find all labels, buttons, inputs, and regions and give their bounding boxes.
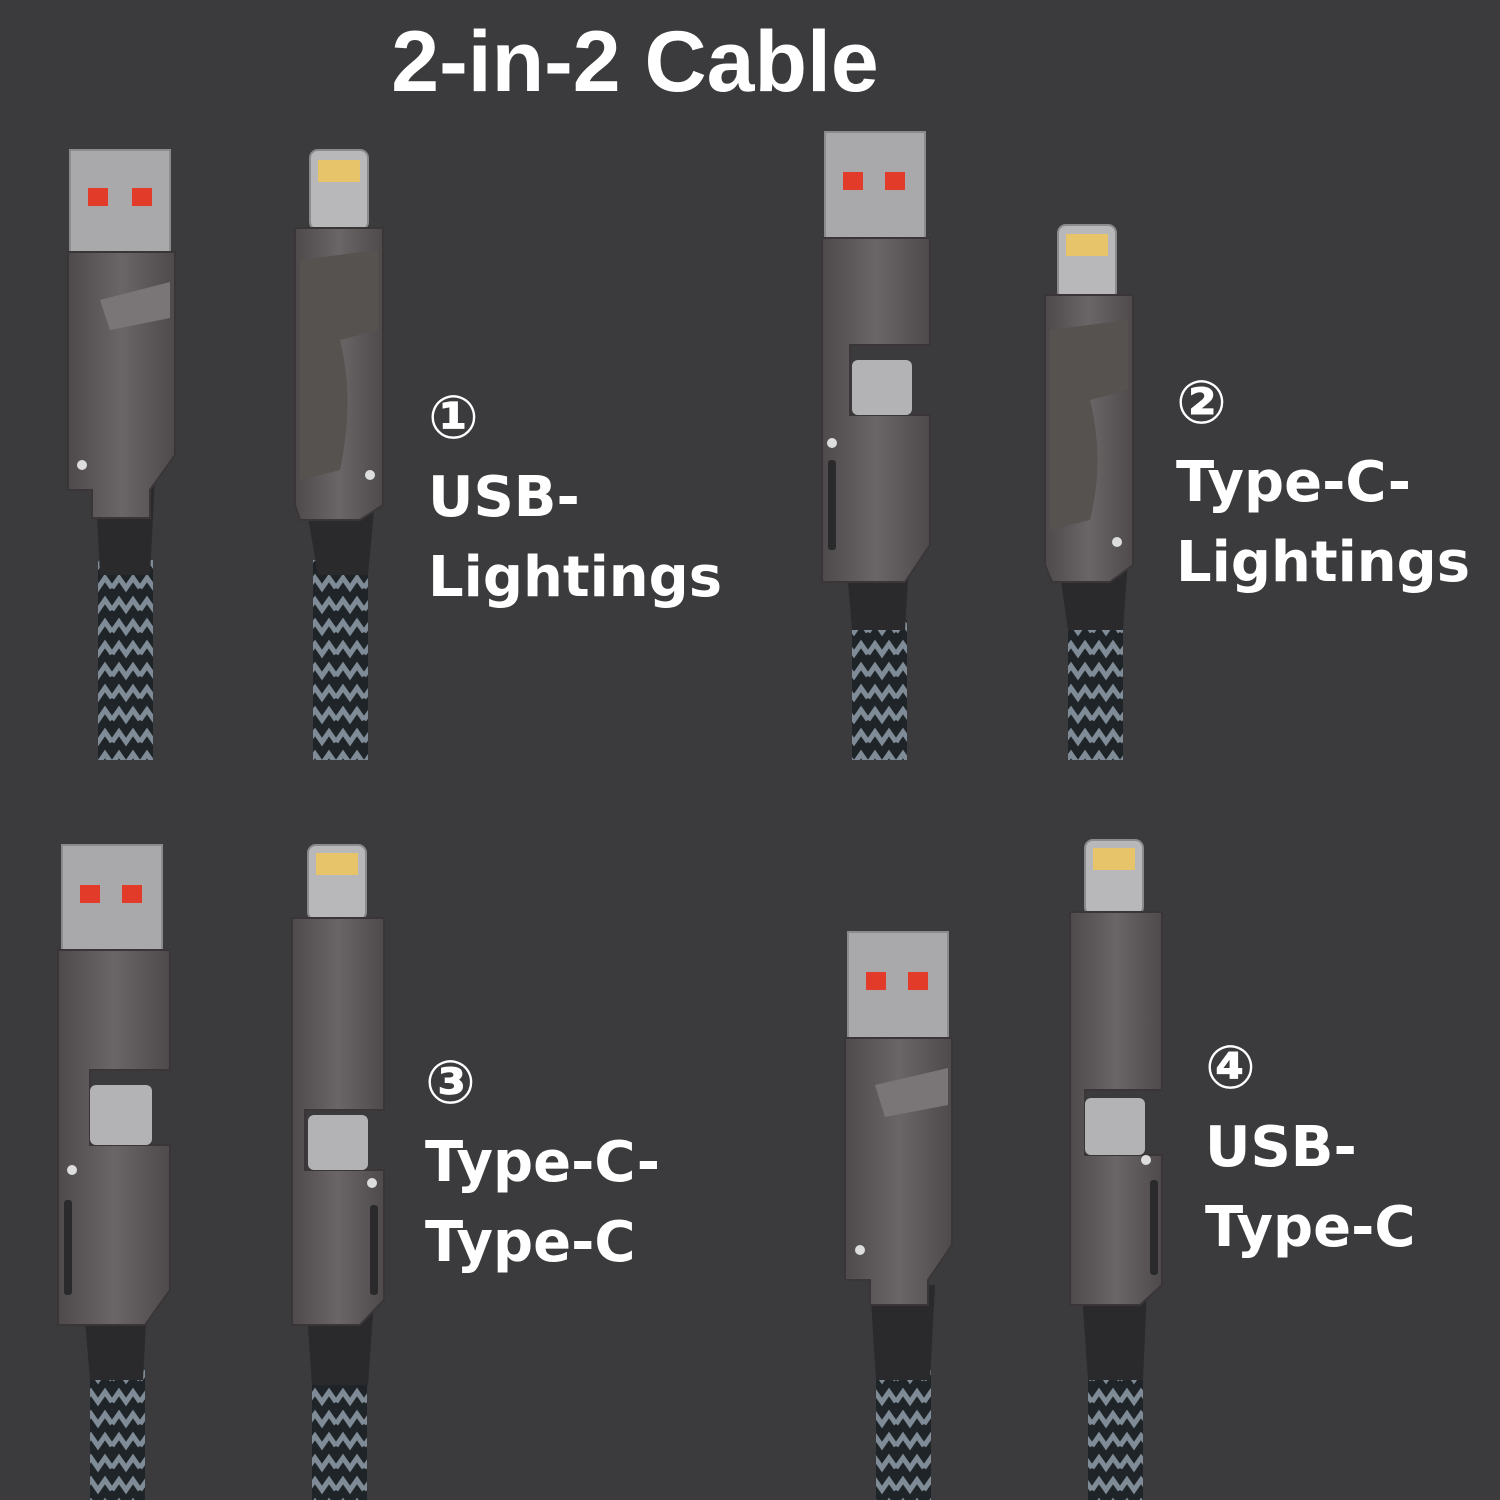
lightning-connector	[294, 149, 384, 760]
variant-number: ②	[1176, 368, 1227, 438]
lightning-connector	[1044, 224, 1134, 760]
variant-label-4: ④ USB- Type-C	[1205, 1028, 1415, 1268]
variant-line1: USB-	[1205, 1115, 1357, 1180]
variant-line2: Lightings	[428, 545, 723, 610]
variant-label-1: ① USB- Lightings	[428, 378, 722, 618]
variant-line1: USB-	[428, 465, 580, 530]
variant-line2: Type-C	[1205, 1195, 1416, 1260]
variant-line1: Type-C-	[425, 1130, 660, 1195]
page-title: 2-in-2 Cable	[391, 14, 879, 110]
variant-label-3: ③ Type-C- Type-C	[425, 1043, 660, 1283]
usb-c-lightning-combo-connector	[291, 844, 385, 1500]
variant-number: ①	[428, 383, 479, 453]
variant-number: ③	[425, 1048, 476, 1118]
usb-connector	[844, 931, 953, 1500]
usb-c-combo-connector	[57, 844, 171, 1500]
variant-number: ④	[1205, 1033, 1256, 1103]
usb-c-combo-connector	[821, 131, 931, 760]
usb-connector	[67, 149, 176, 760]
usb-c-lightning-combo-connector	[1069, 839, 1163, 1500]
variant-label-2: ② Type-C- Lightings	[1176, 363, 1470, 603]
variant-line2: Lightings	[1176, 530, 1471, 595]
variant-line2: Type-C	[425, 1210, 636, 1275]
variant-line1: Type-C-	[1176, 450, 1411, 515]
